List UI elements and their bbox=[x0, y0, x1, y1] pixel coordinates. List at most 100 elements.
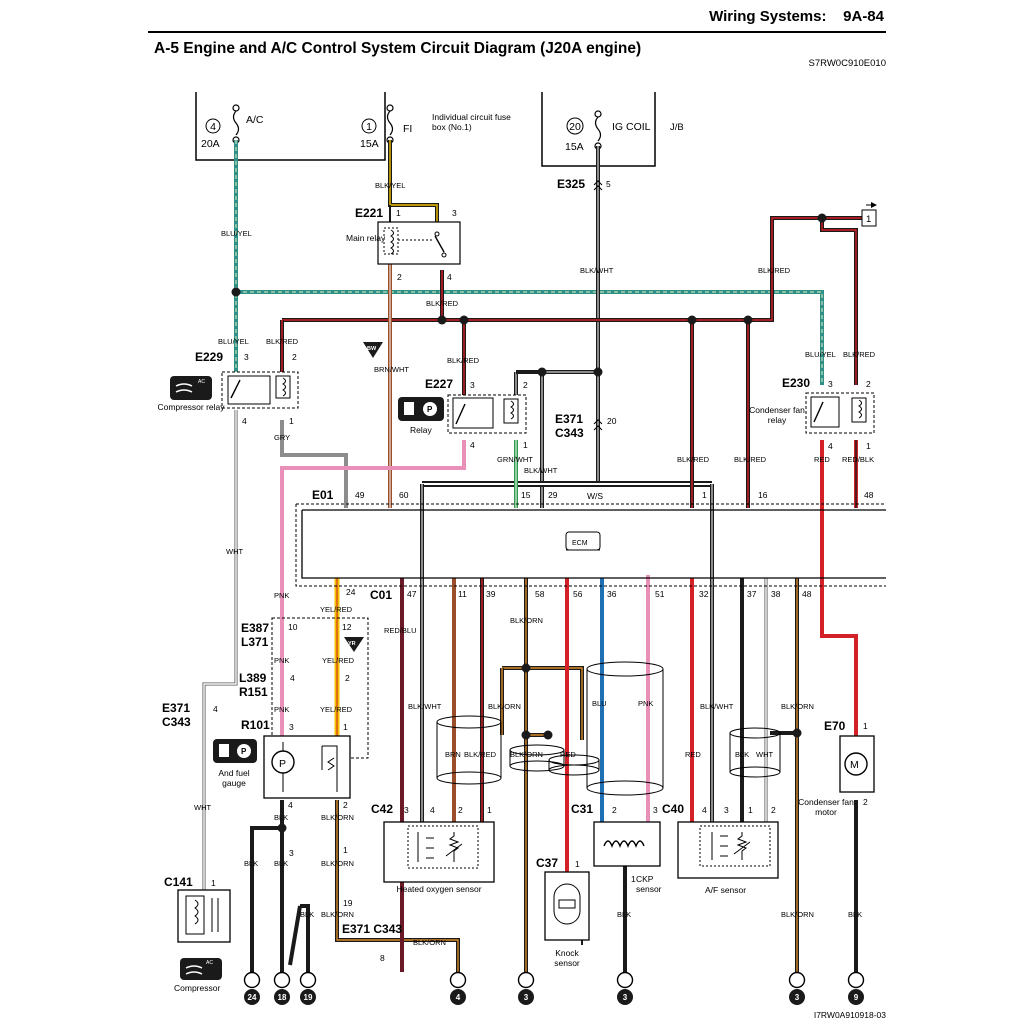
svg-text:PNK: PNK bbox=[274, 705, 289, 714]
header-page: 9A-84 bbox=[843, 8, 884, 25]
svg-text:9: 9 bbox=[854, 993, 859, 1002]
c40-pin-2: 2 bbox=[771, 805, 776, 815]
svg-text:BLK/ORN: BLK/ORN bbox=[321, 910, 354, 919]
fuel-pump-relay-icon: P bbox=[398, 397, 444, 421]
svg-text:18: 18 bbox=[278, 993, 287, 1002]
e227-pin-2: 2 bbox=[523, 380, 528, 390]
jb-label: J/B bbox=[670, 122, 684, 133]
fuel-gauge-harness-outline bbox=[271, 617, 369, 759]
svg-text:BLU/YEL: BLU/YEL bbox=[805, 350, 836, 359]
svg-text:32: 32 bbox=[699, 589, 709, 599]
reference-box bbox=[861, 209, 877, 227]
r101-pin-2: 2 bbox=[343, 800, 348, 810]
c42-pin-1: 1 bbox=[487, 805, 492, 815]
svg-text:4: 4 bbox=[456, 993, 461, 1002]
svg-text:BLK/ORN: BLK/ORN bbox=[321, 859, 354, 868]
connector-e371-b: E371 bbox=[162, 701, 190, 715]
e230-pin-3: 3 bbox=[828, 379, 833, 389]
svg-text:WHT: WHT bbox=[194, 803, 211, 812]
svg-text:58: 58 bbox=[535, 589, 545, 599]
connector-e230: E230 bbox=[782, 376, 810, 390]
connector-r101: R101 bbox=[241, 718, 270, 732]
connector-e325: E325 bbox=[557, 177, 585, 191]
svg-text:38: 38 bbox=[771, 589, 781, 599]
e229-pin-1: 1 bbox=[289, 416, 294, 426]
svg-text:BLK/RED: BLK/RED bbox=[447, 356, 480, 365]
svg-text:BLK/RED: BLK/RED bbox=[843, 350, 876, 359]
af-sensor bbox=[677, 821, 779, 879]
ground-symbols: 24 18 19 4 3 3 3 9 bbox=[243, 971, 865, 1005]
compressor-clutch bbox=[177, 889, 231, 943]
fuse-fi-symbol bbox=[386, 104, 394, 144]
svg-text:BLK/WHT: BLK/WHT bbox=[700, 702, 734, 711]
svg-text:3: 3 bbox=[795, 993, 800, 1002]
ground-9-icon: 9 bbox=[847, 971, 865, 1005]
svg-text:BLU: BLU bbox=[592, 699, 607, 708]
wire-red-fan bbox=[820, 440, 858, 736]
condenser-fan-motor: M bbox=[839, 735, 875, 793]
knock-sensor-label: Knock sensor bbox=[554, 948, 580, 968]
svg-text:AC: AC bbox=[198, 379, 205, 385]
ground-24-icon: 24 bbox=[243, 971, 261, 1005]
fuse-fi-number: 1 bbox=[366, 121, 372, 133]
svg-text:48: 48 bbox=[802, 589, 812, 599]
condenser-fan-motor-label: Condenser fan motor bbox=[798, 797, 854, 817]
e229-pin-4: 4 bbox=[242, 416, 247, 426]
connector-c343-b: C343 bbox=[162, 715, 191, 729]
fuse-igcoil-name: IG COIL bbox=[612, 121, 651, 133]
svg-text:BLK/WHT: BLK/WHT bbox=[580, 266, 614, 275]
e325-connector-symbol bbox=[593, 180, 603, 191]
compressor-ac-icon: AC bbox=[180, 958, 222, 980]
svg-text:BRN: BRN bbox=[445, 750, 461, 759]
svg-text:BLK/ORN: BLK/ORN bbox=[781, 702, 814, 711]
connector-e387: E387 bbox=[241, 621, 269, 635]
svg-text:BLK: BLK bbox=[617, 910, 631, 919]
svg-text:11: 11 bbox=[458, 589, 467, 599]
fuel-pump-relay bbox=[447, 394, 527, 434]
e227-pin-3: 3 bbox=[470, 380, 475, 390]
wire-junctions bbox=[231, 213, 827, 833]
svg-text:PNK: PNK bbox=[638, 699, 653, 708]
header-section: Wiring Systems: bbox=[709, 8, 827, 25]
e230-pin-4: 4 bbox=[828, 441, 833, 451]
compressor-relay-label: Compressor relay bbox=[157, 402, 224, 412]
condenser-fan-relay bbox=[805, 392, 875, 434]
fuse-ac-number-circle bbox=[205, 118, 221, 134]
wire-pnk bbox=[280, 440, 650, 822]
e70-pin-2: 2 bbox=[863, 797, 868, 807]
fuse-ac-number: 4 bbox=[210, 121, 216, 133]
svg-text:BLK: BLK bbox=[735, 750, 749, 759]
svg-text:BLK/RED: BLK/RED bbox=[677, 455, 710, 464]
svg-text:24: 24 bbox=[248, 993, 257, 1002]
svg-text:YR: YR bbox=[348, 641, 356, 647]
ground-4-icon: 4 bbox=[449, 971, 467, 1005]
svg-text:BLK: BLK bbox=[848, 910, 862, 919]
c37-pin-1: 1 bbox=[575, 859, 580, 869]
svg-text:29: 29 bbox=[548, 490, 558, 500]
pump-ground-pin-19: 19 bbox=[343, 898, 353, 908]
ground-3a-icon: 3 bbox=[517, 971, 535, 1005]
svg-text:39: 39 bbox=[486, 589, 496, 599]
svg-text:YEL/RED: YEL/RED bbox=[320, 605, 353, 614]
fuel-gauge-icon: P bbox=[213, 739, 257, 763]
fuse-fi-rating: 15A bbox=[360, 138, 379, 150]
svg-text:49: 49 bbox=[355, 490, 365, 500]
ecm-block bbox=[295, 503, 886, 587]
svg-text:PNK: PNK bbox=[274, 591, 289, 600]
svg-text:60: 60 bbox=[399, 490, 409, 500]
svg-text:P: P bbox=[241, 747, 247, 756]
svg-text:1: 1 bbox=[702, 490, 707, 500]
svg-text:BW: BW bbox=[367, 346, 377, 352]
svg-text:GRN/WHT: GRN/WHT bbox=[497, 455, 533, 464]
page-title: A-5 Engine and A/C Control System Circui… bbox=[154, 40, 642, 57]
svg-text:19: 19 bbox=[304, 993, 313, 1002]
relay-label: Relay bbox=[410, 425, 432, 435]
compressor-relay-ac-icon: AC bbox=[170, 376, 212, 400]
c42-pin-4: 4 bbox=[430, 805, 435, 815]
pump-ground-pin-3: 3 bbox=[289, 848, 294, 858]
wire-wht bbox=[202, 410, 238, 890]
connector-e227: E227 bbox=[425, 377, 453, 391]
shield-blu-pnk bbox=[586, 661, 664, 796]
e371-b-pin-4: 4 bbox=[213, 704, 218, 714]
